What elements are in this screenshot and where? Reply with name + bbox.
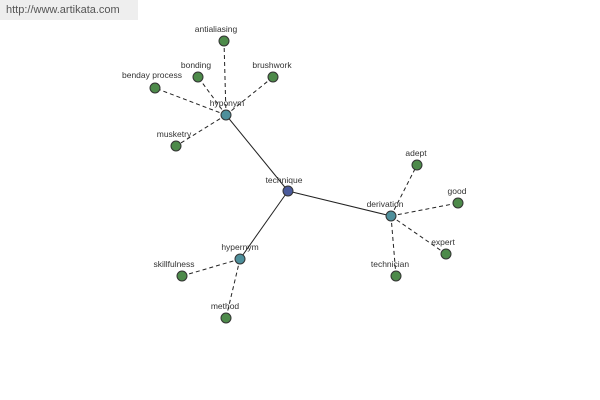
relation-node-derivation[interactable] (385, 210, 397, 222)
leaf-label-expert[interactable]: expert (431, 237, 455, 247)
edge-technique-hypernym (239, 190, 289, 260)
relation-node-hyponym[interactable] (220, 109, 232, 121)
center-node-technique[interactable] (282, 185, 294, 197)
leaf-node-adept[interactable] (411, 159, 423, 171)
edge-hypernym-method (225, 258, 241, 319)
leaf-node-antialiasing[interactable] (218, 35, 230, 47)
graph-nodes (149, 35, 464, 324)
leaf-label-benday-process[interactable]: benday process (122, 70, 182, 80)
leaf-label-antialiasing[interactable]: antialiasing (195, 24, 238, 34)
leaf-label-skillfulness[interactable]: skillfulness (153, 259, 194, 269)
graph-edges (154, 40, 459, 319)
leaf-node-technician[interactable] (390, 270, 402, 282)
edge-derivation-adept (390, 164, 418, 217)
leaf-node-skillfulness[interactable] (176, 270, 188, 282)
leaf-node-brushwork[interactable] (267, 71, 279, 83)
edge-derivation-expert (390, 215, 447, 255)
leaf-node-expert[interactable] (440, 248, 452, 260)
relation-label-hypernym[interactable]: hypernym (221, 242, 258, 252)
leaf-label-good[interactable]: good (448, 186, 467, 196)
leaf-node-bonding[interactable] (192, 71, 204, 83)
edge-hyponym-bonding (197, 76, 227, 116)
edge-derivation-technician (390, 215, 397, 277)
url-banner[interactable]: http://www.artikata.com (0, 0, 138, 20)
edge-hyponym-benday-process (154, 87, 227, 116)
relation-node-hypernym[interactable] (234, 253, 246, 265)
leaf-node-method[interactable] (220, 312, 232, 324)
leaf-node-good[interactable] (452, 197, 464, 209)
center-label-technique[interactable]: technique (266, 175, 303, 185)
leaf-label-method[interactable]: method (211, 301, 240, 311)
leaf-label-bonding[interactable]: bonding (181, 60, 212, 70)
edge-technique-hyponym (225, 114, 289, 192)
relation-label-derivation[interactable]: derivation (367, 199, 404, 209)
edge-hyponym-brushwork (225, 76, 274, 116)
leaf-label-brushwork[interactable]: brushwork (252, 60, 292, 70)
edge-technique-derivation (287, 190, 392, 217)
leaf-label-musketry[interactable]: musketry (157, 129, 192, 139)
relation-label-hyponym[interactable]: hyponym (210, 98, 245, 108)
leaf-node-musketry[interactable] (170, 140, 182, 152)
leaf-node-benday-process[interactable] (149, 82, 161, 94)
edge-hypernym-skillfulness (181, 258, 241, 277)
edge-derivation-good (390, 202, 459, 217)
leaf-label-technician[interactable]: technician (371, 259, 410, 269)
leaf-label-adept[interactable]: adept (405, 148, 427, 158)
edge-hyponym-antialiasing (223, 40, 227, 116)
edge-hyponym-musketry (175, 114, 227, 147)
graph-labels: antialiasing bonding brushwork benday proce… (122, 24, 467, 311)
